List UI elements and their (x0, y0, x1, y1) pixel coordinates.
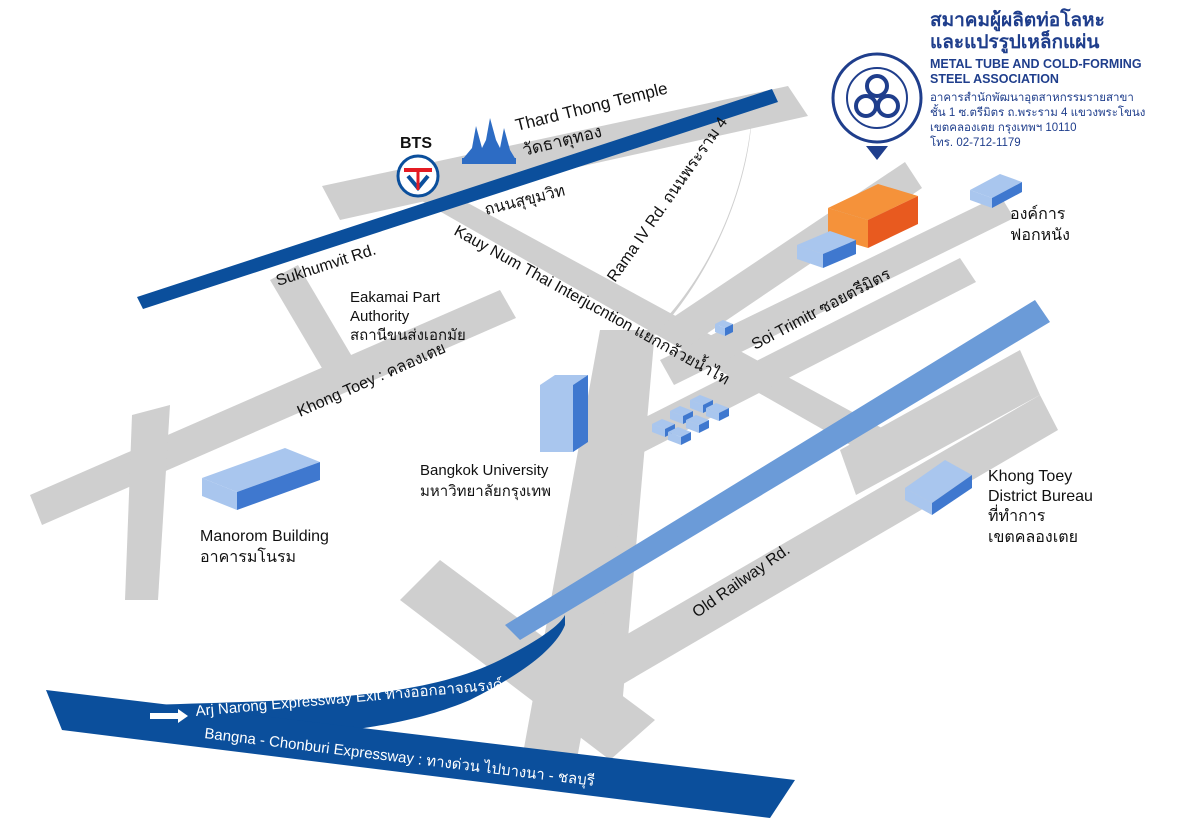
eakamai-label-th: สถานีขนส่งเอกมัย (350, 327, 466, 344)
association-name-en-1: METAL TUBE AND COLD-FORMING (930, 57, 1142, 71)
association-name-th-1: สมาคมผู้ผลิตท่อโลหะ (930, 10, 1105, 31)
association-logo (831, 52, 923, 144)
tannery-building (970, 174, 1022, 208)
temple-icon (462, 118, 516, 164)
arrow-icon (150, 709, 188, 723)
association-address-3: เขตคลองเตย กรุงเทพฯ 10110 (930, 122, 1077, 134)
bts-line (137, 89, 778, 309)
bangkok-university-label-th: มหาวิทยาลัยกรุงเทพ (420, 483, 551, 501)
association-address-2: ชั้น 1 ซ.ตรีมิตร ถ.พระราม 4 แขวงพระโขนง (930, 107, 1146, 119)
eakamai-connector (270, 265, 360, 385)
eakamai-label-2: Authority (350, 308, 410, 325)
bangna-chonburi-expressway (46, 690, 795, 818)
district-bureau-building (905, 460, 972, 515)
association-address-1: อาคารสำนักพัฒนาอุตสาหกรรมรายสาขา (930, 92, 1134, 104)
small-building-2 (715, 320, 733, 336)
manorom-label-th: อาคารมโนรม (200, 547, 296, 566)
buildings (202, 174, 1022, 515)
location-pin-icon (866, 146, 888, 160)
tannery-label-1: องค์การ (1010, 204, 1066, 223)
bts-logo (396, 154, 440, 198)
bts-label: BTS (400, 135, 432, 152)
manorom-building (202, 448, 320, 510)
bangkok-university-building (540, 375, 588, 452)
soi-trimitr-road (660, 195, 1014, 385)
east-block-road (840, 350, 1040, 495)
tannery-label-2: ฟอกหนัง (1010, 227, 1070, 244)
canal (505, 300, 1050, 640)
district-label-3: ที่ทำการ (988, 504, 1046, 525)
district-label-2: District Bureau (988, 488, 1093, 505)
eakamai-label-1: Eakamai Part (350, 289, 441, 306)
bangkok-university-label-en: Bangkok University (420, 462, 549, 479)
khong-toey-vertical (125, 405, 170, 600)
district-label-1: Khong Toey (988, 468, 1072, 485)
association-phone: โทร. 02-712-1179 (930, 137, 1021, 149)
association-name-th-2: และแปรรูปเหล็กแผ่น (930, 32, 1100, 53)
association-name-en-2: STEEL ASSOCIATION (930, 72, 1059, 86)
arj-narong-exit (150, 615, 565, 740)
small-building-1 (797, 231, 856, 268)
house-cluster (652, 395, 729, 445)
association-info: สมาคมผู้ผลิตท่อโลหะ และแปรรูปเหล็กแผ่น M… (930, 10, 1175, 151)
manorom-label-en: Manorom Building (200, 528, 329, 545)
district-label-4: เขตคลองเตย (988, 529, 1078, 546)
